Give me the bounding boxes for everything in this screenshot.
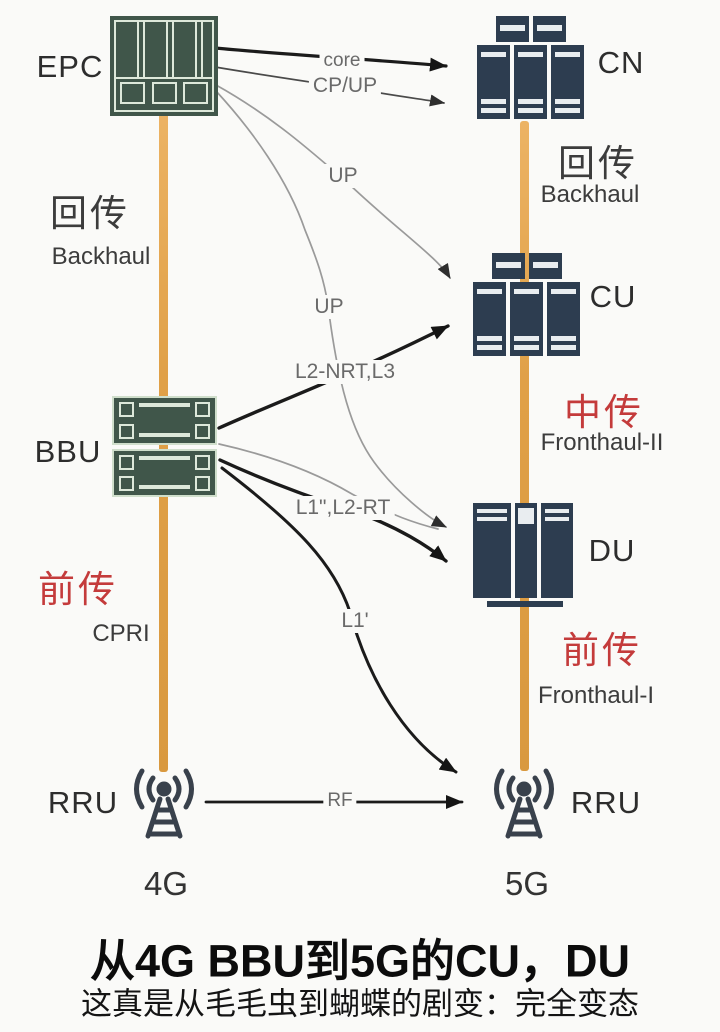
cu-module bbox=[547, 282, 580, 356]
cu-module bbox=[491, 253, 525, 279]
epc-slots bbox=[116, 22, 212, 79]
rf-link-label: RF bbox=[323, 790, 357, 812]
right-backhaul-zh: 回传 bbox=[558, 143, 638, 184]
epc-card bbox=[120, 82, 145, 104]
cn-main-modules bbox=[477, 45, 584, 119]
left-fronthaul-zh: 前传 bbox=[38, 569, 118, 610]
bbu-vent bbox=[139, 455, 190, 460]
cn-module bbox=[495, 16, 529, 42]
epc-card bbox=[151, 82, 177, 104]
cn-module bbox=[477, 45, 510, 119]
epc-label: EPC bbox=[36, 49, 104, 84]
du-tower bbox=[515, 503, 537, 598]
l1-l2-rt-link-label: L1",L2-RT bbox=[291, 496, 395, 520]
right-midhaul-en: Fronthaul-II bbox=[540, 429, 664, 456]
bbu-box bbox=[112, 396, 217, 497]
rru-5g-label: RRU bbox=[570, 785, 642, 820]
epc-cabinet bbox=[114, 20, 214, 112]
du-box bbox=[473, 503, 577, 607]
bbu-port bbox=[195, 454, 210, 470]
cn-module bbox=[551, 45, 584, 119]
du-label: DU bbox=[588, 533, 636, 568]
du-base bbox=[487, 601, 563, 607]
cn-label: CN bbox=[597, 45, 645, 80]
rru-5g-antenna-icon bbox=[494, 768, 554, 839]
cu-box bbox=[473, 253, 580, 356]
cu-top-modules bbox=[491, 253, 562, 279]
cu-main-modules bbox=[473, 282, 580, 356]
right-midhaul-zh: 中传 bbox=[564, 392, 644, 433]
l1-prime-link-label: L1' bbox=[337, 609, 373, 633]
epc-card bbox=[183, 82, 208, 104]
cn-top-modules bbox=[495, 16, 566, 42]
page-subtitle: 这真是从毛毛虫到蝴蝶的剧变：完全变态 bbox=[81, 986, 639, 1022]
bbu-vent bbox=[139, 485, 190, 489]
left-backhaul-zh: 回传 bbox=[50, 193, 130, 234]
bbu-shelf bbox=[112, 396, 217, 445]
right-haul-line bbox=[520, 121, 529, 771]
up-lower-link-label: UP bbox=[310, 295, 348, 319]
bbu-port bbox=[119, 476, 134, 491]
epc-box bbox=[110, 16, 218, 116]
cu-label: CU bbox=[589, 279, 637, 314]
bbu-port bbox=[119, 423, 134, 439]
cu-module bbox=[510, 282, 543, 356]
du-tower bbox=[541, 503, 573, 598]
cp-up-link-label: CP/UP bbox=[308, 74, 382, 98]
bbu-port bbox=[119, 454, 134, 470]
bbu-port bbox=[119, 402, 134, 417]
du-tower bbox=[473, 503, 511, 598]
bbu-port bbox=[195, 476, 210, 491]
rru-4g-antenna-icon bbox=[134, 768, 194, 839]
right-backhaul-en: Backhaul bbox=[540, 181, 640, 208]
bbu-port bbox=[195, 423, 210, 439]
cu-module bbox=[473, 282, 506, 356]
bbu-vent bbox=[139, 432, 190, 437]
cn-box bbox=[477, 16, 584, 119]
page-title: 从4G BBU到5G的CU，DU bbox=[89, 935, 631, 987]
left-backhaul-en: Backhaul bbox=[51, 243, 151, 270]
generation-5g-label: 5G bbox=[504, 865, 550, 902]
cu-module bbox=[528, 253, 562, 279]
epc-cards bbox=[116, 79, 212, 110]
l2-nrt-l3-link-label: L2-NRT,L3 bbox=[291, 360, 399, 384]
left-fronthaul-en: CPRI bbox=[92, 620, 150, 647]
bbu-label: BBU bbox=[34, 434, 102, 469]
up-upper-link-label: UP bbox=[324, 164, 362, 188]
core-link-label: core bbox=[319, 50, 365, 72]
line-bbu-thin-to-du bbox=[218, 443, 439, 530]
rru-4g-label: RRU bbox=[47, 785, 119, 820]
bbu-vent bbox=[139, 403, 190, 407]
bbu-shelf bbox=[112, 448, 217, 497]
cn-module bbox=[532, 16, 566, 42]
cn-module bbox=[514, 45, 547, 119]
bbu-port bbox=[195, 402, 210, 417]
generation-4g-label: 4G bbox=[143, 865, 189, 902]
right-fronthaul-zh: 前传 bbox=[562, 630, 642, 671]
right-fronthaul-en: Fronthaul-I bbox=[537, 682, 655, 709]
